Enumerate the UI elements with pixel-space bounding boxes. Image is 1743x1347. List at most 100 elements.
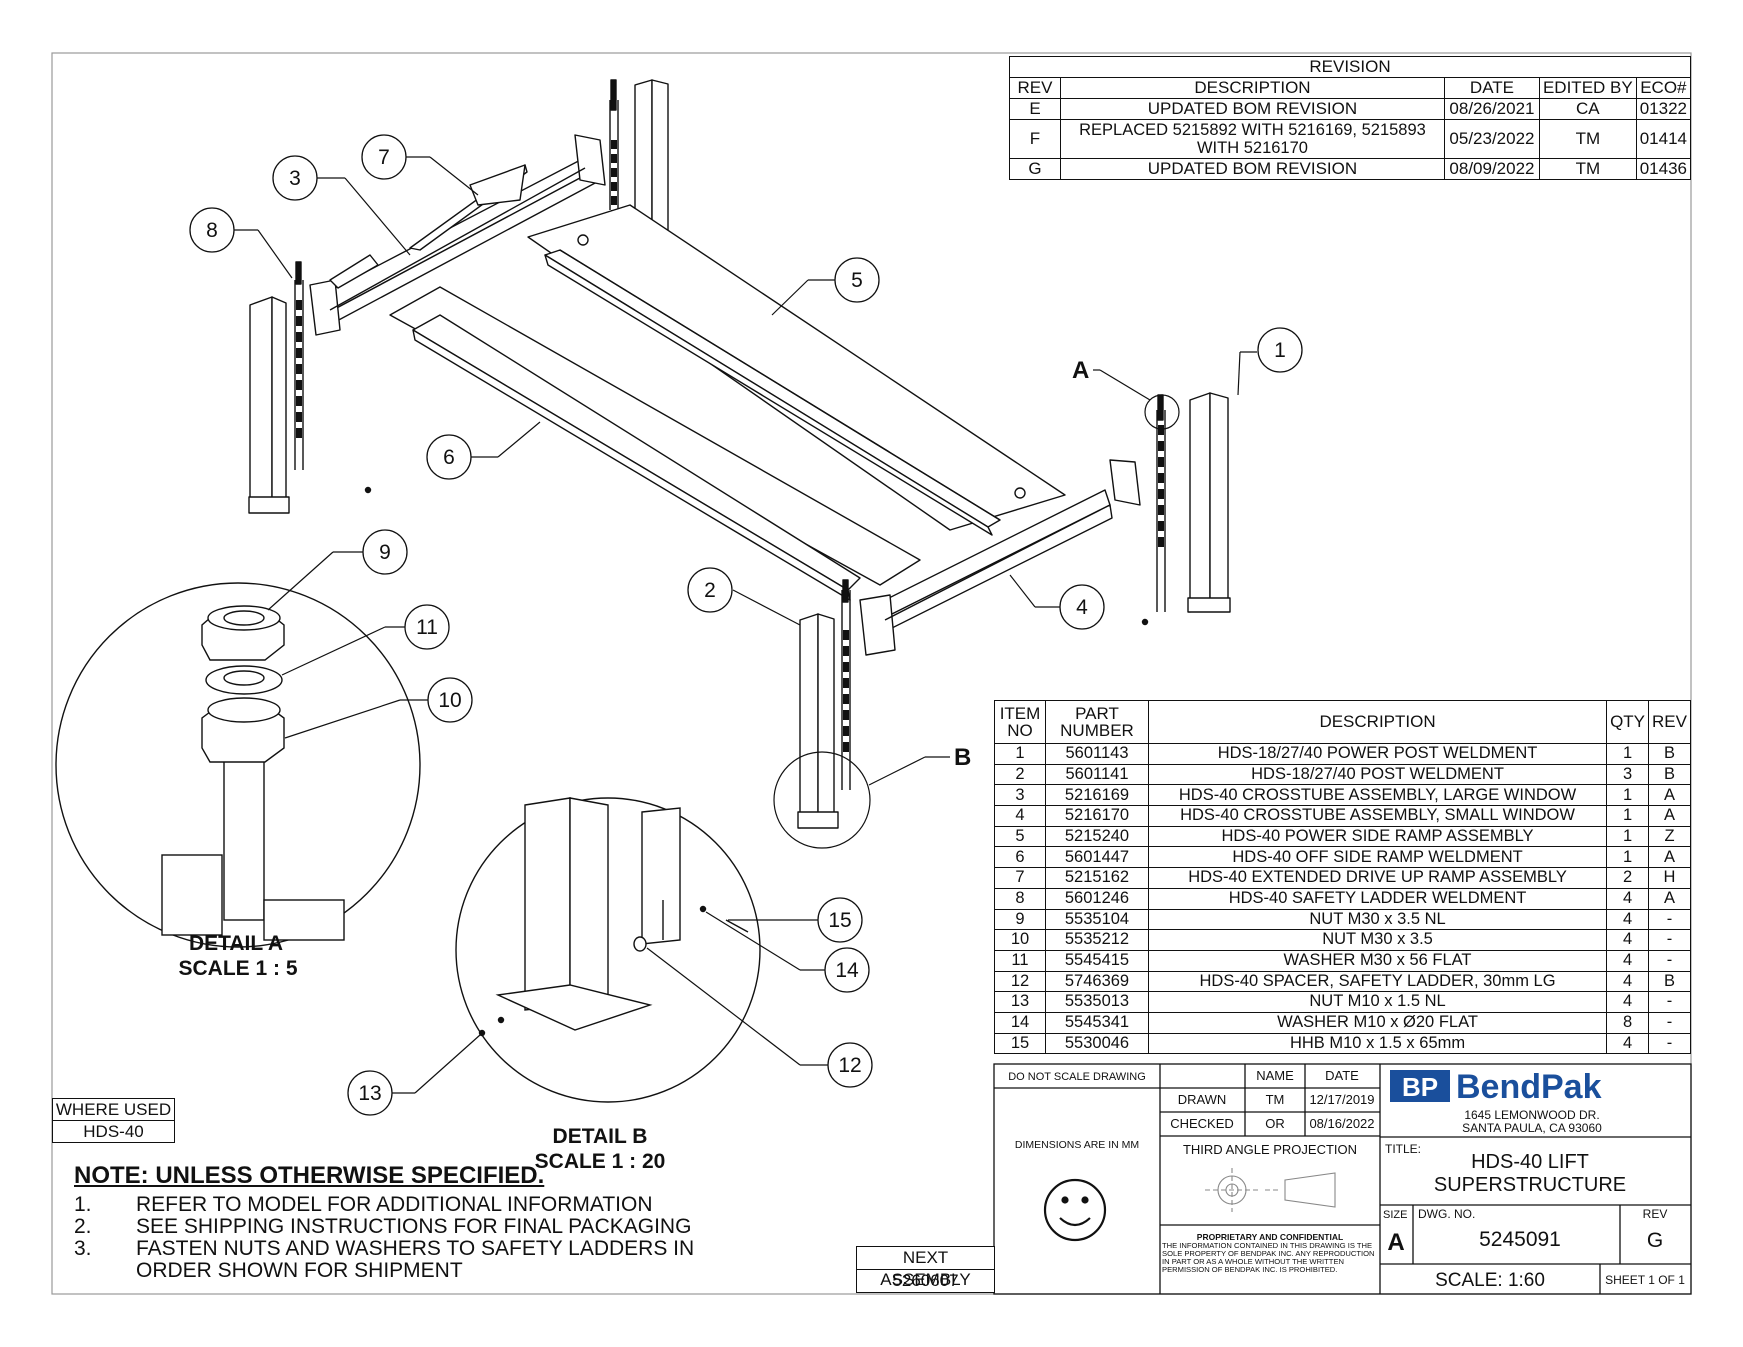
rev-cell: UPDATED BOM REVISION [1060,98,1445,120]
bom-cell: 7 [994,867,1046,889]
ladder-slots-back-left [296,300,302,438]
bom-cell: 6 [994,846,1046,869]
balloon-4: 4 [1009,574,1105,630]
next-assembly-label: NEXT ASSEMBLY [857,1247,994,1289]
where-used-value: HDS-40 [83,1122,144,1141]
bom-cell: 4 [994,805,1046,827]
rev-cell: TM [1538,119,1637,159]
bom-cell: 4 [1606,970,1650,993]
rev-cell: 01322 [1635,98,1692,120]
bom-cell: - [1648,949,1691,972]
bendpak-logo: BP BendPak [1390,1068,1602,1106]
bom-cell: 5601447 [1045,846,1149,869]
table-row: E UPDATED BOM REVISION 08/26/2021 CA 013… [1009,98,1692,120]
bom-cell: 4 [1606,887,1650,910]
bom-cell: NUT M30 x 3.5 [1147,929,1608,951]
note-item: 3. FASTEN NUTS AND WASHERS TO SAFETY LAD… [74,1238,714,1282]
bom-cell: 4 [1606,949,1650,972]
bendpak-logo-name: BendPak [1456,1068,1602,1106]
bom-cell: 5601143 [1045,743,1149,765]
bom-cell: 10 [994,929,1046,951]
rev-cell: 08/09/2022 [1443,158,1540,180]
power-side-ramp [527,204,1066,536]
bom-cell: 12 [994,970,1046,993]
drawn-label: DRAWN [1178,1092,1227,1107]
bom-cell: HDS-40 OFF SIDE RAMP WELDMENT [1147,846,1608,869]
post-front-right [1156,392,1231,613]
ladder-slots-front-left [843,630,849,752]
where-used-label: WHERE USED [53,1099,174,1121]
note-text: SEE SHIPPING INSTRUCTIONS FOR FINAL PACK… [136,1215,692,1238]
bom-cell: 1 [994,743,1046,765]
svg-text:9: 9 [379,541,391,564]
rev-header-eco: ECO# [1635,77,1692,99]
bom-cell: 4 [1606,991,1650,1013]
rev-cell: TM [1538,158,1637,180]
bom-cell: 4 [1606,908,1650,931]
rev-cell: F [1009,119,1061,159]
svg-text:14: 14 [835,959,859,982]
rev-header-rev: REV [1009,77,1061,99]
bom-cell: - [1648,1032,1691,1055]
drive-up-ramp-left [329,254,379,289]
checked-name: OR [1265,1116,1285,1131]
address-line-2: SANTA PAULA, CA 93060 [1462,1121,1602,1135]
balloon-3: 3 [272,155,411,256]
rev-cell: 08/26/2021 [1443,98,1540,120]
drawn-date: 12/17/2019 [1309,1092,1374,1107]
sheet-value: SHEET 1 OF 1 [1605,1273,1685,1287]
rev-cell: UPDATED BOM REVISION [1060,158,1445,180]
checked-date: 08/16/2022 [1309,1116,1374,1131]
svg-text:3: 3 [289,167,301,190]
next-assembly-box: NEXT ASSEMBLY 5260607 [856,1246,995,1293]
bom-cell: HDS-40 EXTENDED DRIVE UP RAMP ASSEMBLY [1147,867,1608,889]
svg-text:10: 10 [438,689,461,712]
bom-cell: 5535212 [1045,929,1149,951]
bom-cell: H [1648,867,1691,889]
bom-cell: 1 [1606,784,1650,807]
crosstube-front [859,459,1141,656]
bom-cell: HHB M10 x 1.5 x 65mm [1147,1032,1608,1055]
balloon-14: 14 [705,911,870,993]
bom-cell: 5215162 [1045,867,1149,889]
smiley-icon [1043,1178,1107,1242]
bom-cell: 2 [1606,867,1650,889]
rev-cell: 01436 [1635,158,1692,180]
bom-cell: 14 [994,1011,1046,1034]
bom-cell: HDS-40 SPACER, SAFETY LADDER, 30mm LG [1147,970,1608,993]
bom-cell: A [1648,805,1691,827]
detail-b-letter: B [954,744,971,771]
balloon-9: 9 [267,529,408,611]
ladder-slots-front-right [1158,425,1164,547]
balloon-2: 2 [687,567,801,626]
bom-header-part-number: PART NUMBER [1045,700,1149,744]
rev-header-date: DATE [1443,77,1540,99]
checked-label: CHECKED [1170,1116,1234,1131]
svg-text:7: 7 [378,146,390,169]
balloon-15: 15 [728,897,863,943]
bom-cell: 5216170 [1045,805,1149,827]
note-number: 3. [74,1237,92,1260]
revision-table: REVISION REV DESCRIPTION DATE EDITED BY … [1009,56,1692,180]
note-item: 1. REFER TO MODEL FOR ADDITIONAL INFORMA… [74,1194,714,1216]
bom-cell: 4 [1606,929,1650,951]
projection-label: THIRD ANGLE PROJECTION [1183,1142,1357,1157]
drawn-name: TM [1266,1092,1285,1107]
next-assembly-value: 5260607 [892,1271,959,1290]
note-number: 2. [74,1215,92,1238]
rev-header-edited-by: EDITED BY [1538,77,1637,99]
svg-text:6: 6 [443,446,455,469]
bendpak-logo-bp: BP [1402,1072,1438,1102]
bom-cell: - [1648,1011,1691,1034]
detail-b-callout-circle [773,751,871,849]
svg-text:2: 2 [704,579,716,602]
bom-cell: 8 [1606,1011,1650,1034]
